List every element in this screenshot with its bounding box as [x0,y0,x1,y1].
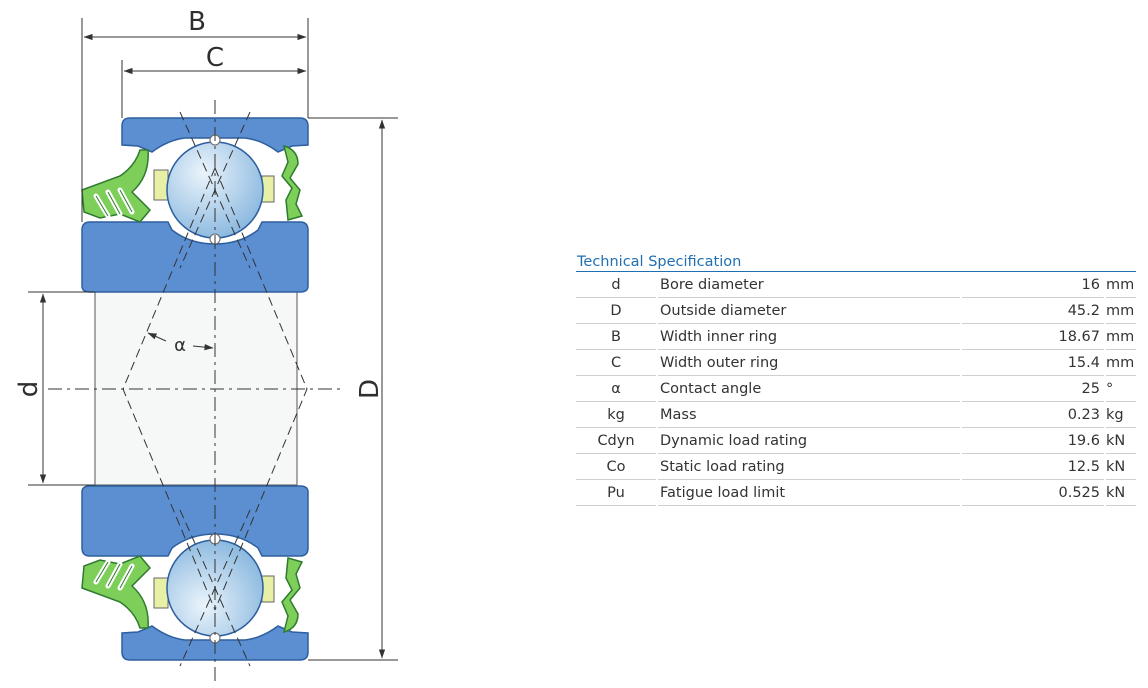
spec-value: 0.23 [962,402,1104,428]
bearing-top-half [81,117,309,293]
spec-symbol: Cdyn [576,428,656,454]
spec-description: Bore diameter [658,272,960,298]
spec-symbol: D [576,298,656,324]
seal-right-bottom [281,557,304,634]
spec-unit: mm [1106,272,1136,298]
spec-description: Fatigue load limit [658,480,960,506]
label-B: B [188,7,206,37]
spec-symbol: C [576,350,656,376]
seal-lip-outline-left-bottom [95,561,133,589]
spec-value: 18.67 [962,324,1104,350]
spec-unit: kN [1106,428,1136,454]
spec-description: Mass [658,402,960,428]
seal-right-top [281,144,304,221]
spec-unit: ° [1106,376,1136,402]
contact-angle-lines [48,100,340,682]
spec-unit: kN [1106,480,1136,506]
spec-value: 12.5 [962,454,1104,480]
spec-value: 45.2 [962,298,1104,324]
spec-unit: kg [1106,402,1136,428]
spec-description: Contact angle [658,376,960,402]
spec-symbol: kg [576,402,656,428]
cage-left-top [153,169,169,201]
cage-right-top [261,175,275,203]
label-d: d [14,381,44,398]
spec-description: Width outer ring [658,350,960,376]
spec-description: Dynamic load rating [658,428,960,454]
spec-description: Outside diameter [658,298,960,324]
spec-value: 19.6 [962,428,1104,454]
cage-right-bottom [261,575,275,603]
spec-unit: kN [1106,454,1136,480]
spec-value: 0.525 [962,480,1104,506]
spec-unit: mm [1106,324,1136,350]
dimension-lines [28,18,398,661]
spec-symbol: B [576,324,656,350]
spec-unit: mm [1106,298,1136,324]
cage-left-bottom [153,577,169,609]
spec-symbol: Pu [576,480,656,506]
spec-symbol: d [576,272,656,298]
label-C: C [206,43,224,73]
spec-value: 15.4 [962,350,1104,376]
spec-description: Width inner ring [658,324,960,350]
spec-value: 25 [962,376,1104,402]
spec-value: 16 [962,272,1104,298]
bearing-bottom-half [81,485,309,661]
spec-unit: mm [1106,350,1136,376]
spec-description: Static load rating [658,454,960,480]
bearing-cross-section-drawing: B C α d D [14,7,398,682]
label-alpha: α [174,335,186,356]
spec-symbol: Co [576,454,656,480]
seal-lip-outline-left-top [95,189,133,217]
spec-title: Technical Specification [576,254,1136,272]
spec-symbol: α [576,376,656,402]
label-D: D [355,379,385,399]
